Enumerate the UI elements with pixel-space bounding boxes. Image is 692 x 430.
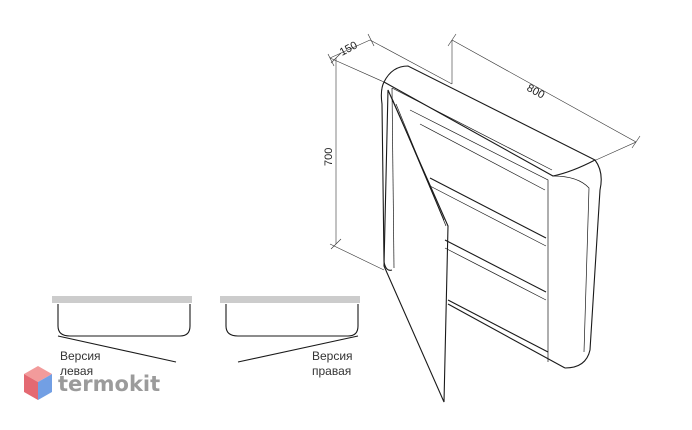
cabinet-door — [383, 89, 449, 403]
hexagon-cube-icon — [24, 366, 52, 400]
cabinet-body — [380, 65, 602, 369]
watermark-logo: termokit — [24, 366, 160, 400]
version-right-plan: Версия правая — [220, 296, 360, 378]
dimension-height: 700 — [323, 52, 385, 271]
height-label: 700 — [323, 148, 335, 166]
version-left-line2: левая — [60, 364, 93, 378]
dimension-width: 800 — [447, 33, 641, 161]
version-right-line2: правая — [312, 364, 351, 378]
width-label: 800 — [525, 82, 547, 101]
version-right-line1: Версия — [312, 349, 353, 363]
watermark-text: termokit — [58, 372, 160, 396]
version-left-plan: Версия левая — [52, 296, 192, 378]
dimension-depth: 150 — [327, 33, 453, 85]
version-left-line1: Версия — [60, 349, 101, 363]
depth-label: 150 — [338, 39, 360, 58]
